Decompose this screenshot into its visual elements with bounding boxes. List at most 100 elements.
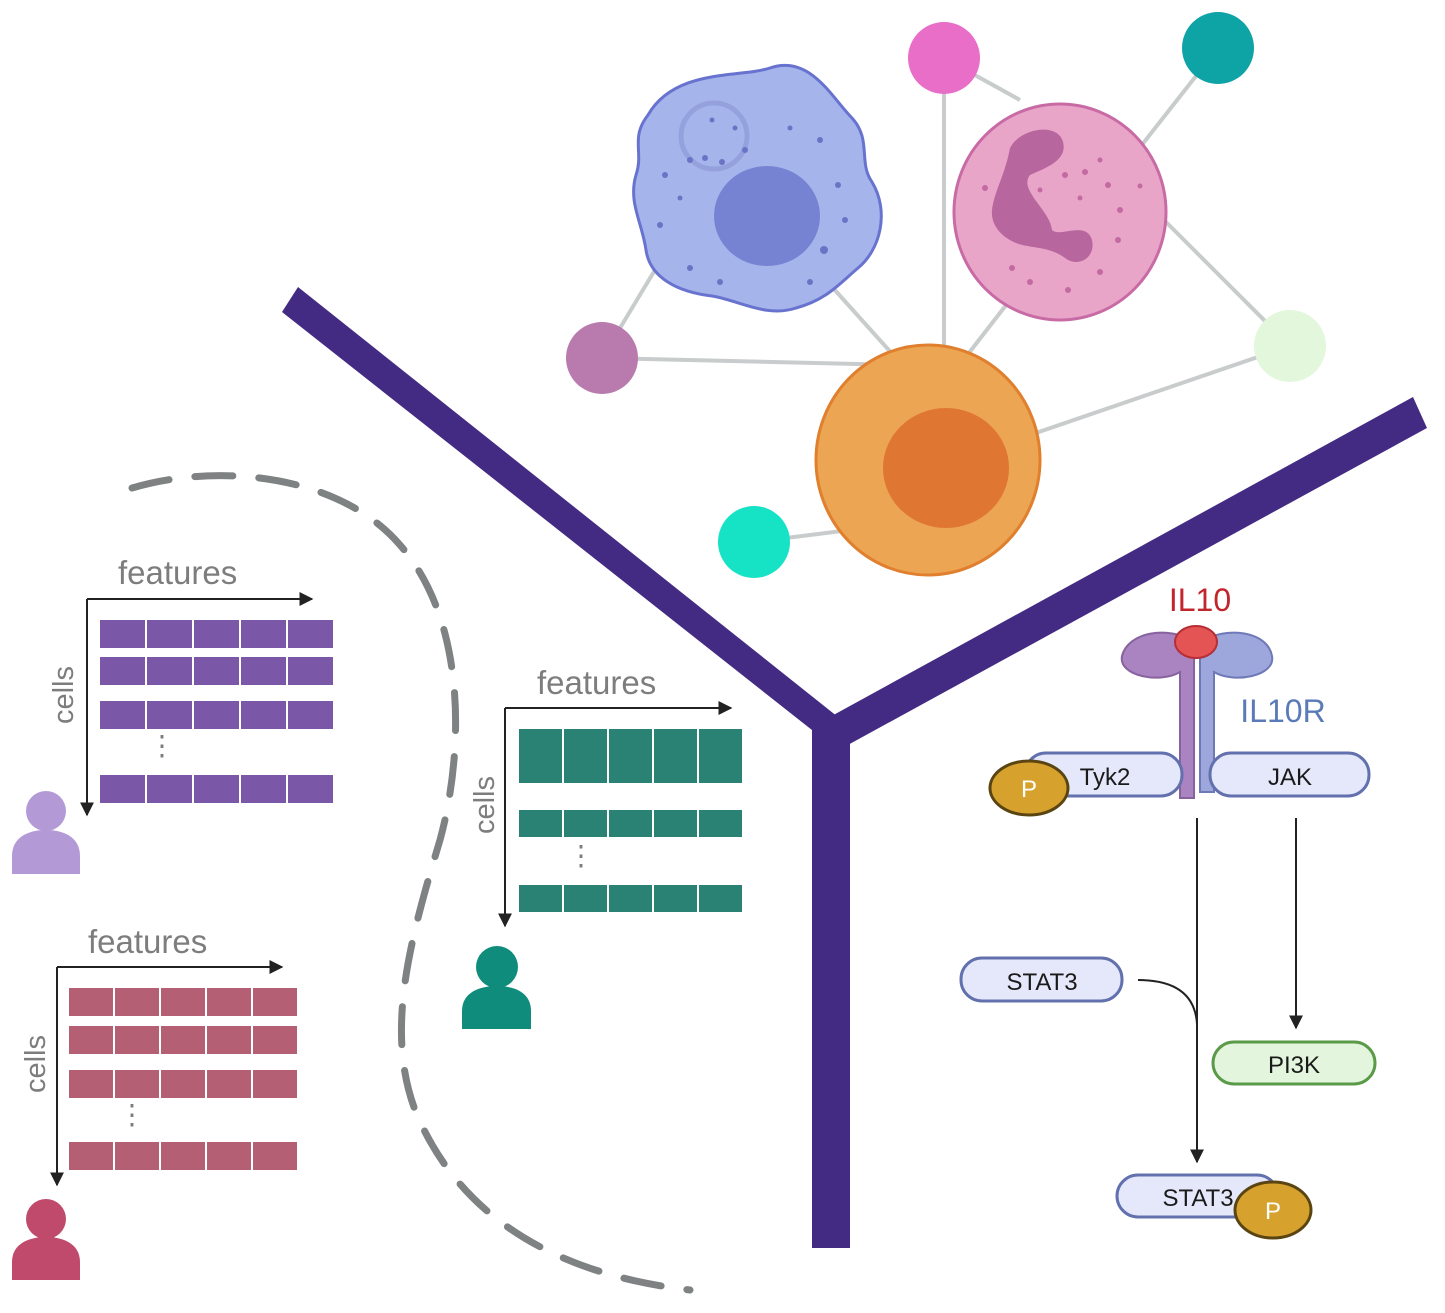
mauve-node: [566, 322, 638, 394]
matrix-cell: [654, 756, 697, 783]
matrix-cell: [194, 657, 239, 685]
matrix-cell: [194, 701, 239, 729]
stat3-p-label: STAT3: [1162, 1185, 1233, 1212]
matrix-cell: [654, 729, 697, 756]
matrix-cell: [147, 657, 192, 685]
matrix-cell: [194, 775, 239, 803]
matrix-cell: [253, 988, 297, 1016]
features-label: features: [118, 554, 237, 591]
lineage-tree: [282, 287, 1427, 1248]
pathway-arrows: [1137, 818, 1303, 1164]
phospho-label-stat3: P: [1265, 1198, 1281, 1225]
matrix-cell: [253, 1142, 297, 1170]
matrix-cell: [100, 775, 145, 803]
stat3-phospho-pill: STAT3 P: [1115, 1173, 1313, 1240]
matrix-cell: [100, 701, 145, 729]
matrix-cell: [207, 1070, 251, 1098]
matrix-cell: [519, 810, 562, 837]
matrix-cell: [115, 988, 159, 1016]
tyk2-label: Tyk2: [1080, 764, 1131, 791]
matrix-cell: [100, 620, 145, 648]
matrix-cell: [699, 810, 742, 837]
il10-receptor: [1120, 625, 1274, 799]
matrix-cell: [161, 1026, 205, 1054]
macrophage-cell: [632, 64, 883, 313]
matrix-cell: [69, 1142, 113, 1170]
matrix-cell: [161, 1142, 205, 1170]
features-label: features: [537, 664, 656, 701]
ellipsis-dots: ⋮: [118, 1099, 146, 1130]
phospho-label-tyk2: P: [1021, 776, 1037, 803]
cyan-node: [718, 506, 790, 578]
cells-label: cells: [469, 776, 501, 834]
il10-ligand: [1174, 625, 1218, 659]
matrix-cell: [241, 775, 286, 803]
neutrophil-cell: [952, 102, 1168, 322]
matrix-cell: [69, 1070, 113, 1098]
matrix-cell: [253, 1026, 297, 1054]
matrix-cell: [115, 1142, 159, 1170]
matrix-cell: [147, 620, 192, 648]
matrix-cell: [194, 620, 239, 648]
il10-label: IL10: [1169, 582, 1231, 618]
matrix-cell: [207, 1026, 251, 1054]
matrix-cell: [699, 885, 742, 912]
matrix-cell: [69, 1026, 113, 1054]
cells-label: cells: [48, 666, 80, 724]
matrix-cell: [115, 1070, 159, 1098]
cells-label: cells: [20, 1035, 52, 1093]
person-icon-purple: [12, 791, 80, 874]
matrix-cell: [288, 657, 333, 685]
stat3-label: STAT3: [1006, 969, 1077, 996]
matrix-cell: [564, 885, 607, 912]
pale-green-node: [1254, 310, 1326, 382]
matrix-cell: [699, 756, 742, 783]
matrix-cell: [519, 885, 562, 912]
matrix-cell: [288, 620, 333, 648]
features-label: features: [88, 923, 207, 960]
matrix-cell: [241, 701, 286, 729]
matrix-red: features cells ⋮: [20, 923, 297, 1187]
dashed-boundary: [128, 472, 694, 1294]
matrix-cell: [288, 775, 333, 803]
phospho-badge-tyk2: P: [988, 759, 1070, 817]
pi3k-label: PI3K: [1268, 1052, 1320, 1079]
matrix-cell: [609, 885, 652, 912]
matrix-cell: [519, 756, 562, 783]
matrix-cell: [609, 729, 652, 756]
network-nodes: [566, 12, 1326, 578]
jak-pill: JAK: [1208, 751, 1371, 798]
person-icon-teal: [462, 946, 531, 1029]
matrix-cell: [609, 756, 652, 783]
matrix-cell: [69, 988, 113, 1016]
matrix-cell: [147, 701, 192, 729]
pi3k-pill: PI3K: [1211, 1040, 1377, 1086]
matrix-cell: [564, 810, 607, 837]
il10r-label: IL10R: [1240, 693, 1325, 729]
matrix-cell: [207, 1142, 251, 1170]
matrix-cell: [147, 775, 192, 803]
matrix-cell: [253, 1070, 297, 1098]
ellipsis-dots: ⋮: [567, 840, 595, 871]
matrix-cell: [654, 885, 697, 912]
jak-label: JAK: [1268, 764, 1312, 791]
teal-node: [1182, 12, 1254, 84]
lymphocyte-cell: [814, 343, 1042, 577]
matrix-purple: features cells ⋮: [48, 554, 333, 817]
matrix-cell: [241, 657, 286, 685]
matrix-cell: [519, 729, 562, 756]
matrix-cell: [161, 1070, 205, 1098]
person-icon-red: [12, 1199, 80, 1280]
matrix-cell: [241, 620, 286, 648]
ellipsis-dots: ⋮: [148, 730, 176, 761]
matrix-cell: [609, 810, 652, 837]
stat3-pill: STAT3: [959, 956, 1124, 1003]
matrix-teal: features cells ⋮: [469, 664, 742, 928]
matrix-cell: [564, 756, 607, 783]
matrix-cell: [161, 988, 205, 1016]
magenta-node: [908, 22, 980, 94]
matrix-cell: [654, 810, 697, 837]
matrix-cell: [100, 657, 145, 685]
matrix-cell: [115, 1026, 159, 1054]
